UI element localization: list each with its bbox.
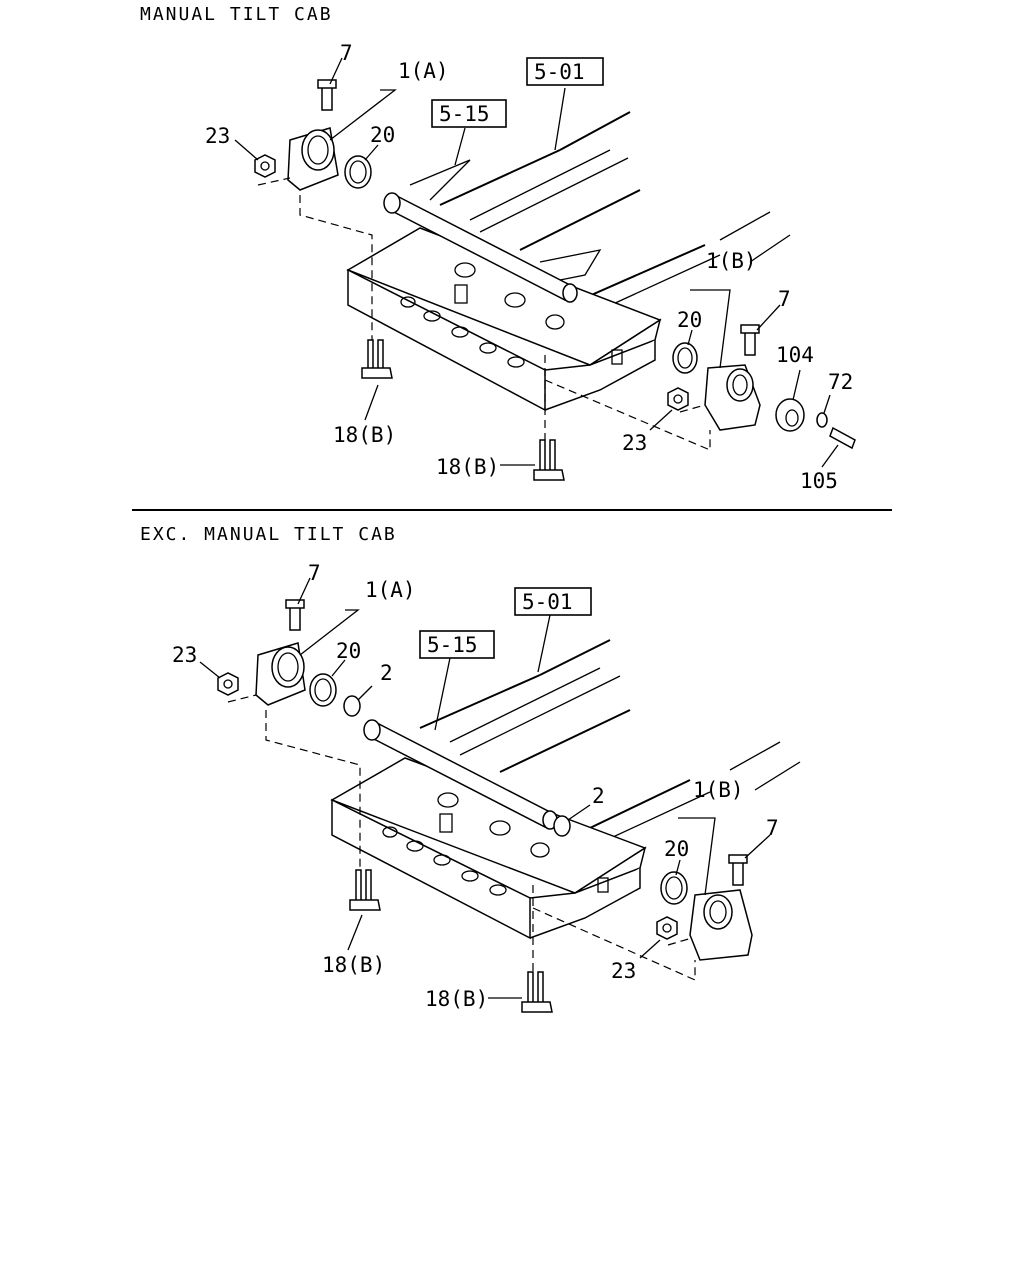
callout-ref-frame: 5-01 (522, 590, 573, 614)
bolt-right (728, 854, 748, 886)
section-title: MANUAL TILT CAB (140, 4, 333, 25)
callout-bracket-right: 1(B) (693, 778, 744, 802)
bolt-left (285, 599, 305, 631)
callout-bushing-right: 20 (664, 837, 689, 861)
ref-box-frame (526, 57, 604, 86)
assembly-line (227, 694, 257, 703)
callout-bolt-lock: 105 (800, 469, 838, 493)
bracket-right (704, 364, 761, 431)
section-manual-tilt-cab: MANUAL TILT CAB (140, 4, 856, 493)
callout-bolt-left: 7 (308, 561, 321, 585)
callout-stud-right: 18(B) (425, 987, 488, 1011)
section-title: EXC. MANUAL TILT CAB (140, 524, 397, 545)
assembly-line (532, 907, 696, 981)
assembly-line (679, 404, 706, 413)
callout-ref-tube: 5-15 (439, 102, 490, 126)
leader-lines (234, 57, 839, 468)
callout-nut-right: 23 (622, 431, 647, 455)
callout-bushing-left: 20 (336, 639, 361, 663)
callout-stud-left: 18(B) (322, 953, 385, 977)
ref-box-tube (431, 99, 507, 128)
callout-bushing-left: 20 (370, 123, 395, 147)
cross-member (330, 757, 647, 940)
callout-bolt-right: 7 (766, 816, 779, 840)
section-exc-manual-tilt-cab: EXC. MANUAL TILT CAB (140, 524, 801, 1013)
bracket-left (287, 127, 339, 191)
callout-stud-right: 18(B) (436, 455, 499, 479)
spacer-left (343, 695, 361, 717)
bolt-left (317, 79, 337, 111)
assembly-line (299, 195, 373, 340)
spacer-right (553, 815, 571, 837)
bracket-right (689, 889, 753, 961)
bushing-right (672, 342, 698, 374)
callout-bushing-right: 20 (677, 308, 702, 332)
bushing-left (344, 155, 372, 189)
callout-bracket-right: 1(B) (706, 249, 757, 273)
ref-box-frame (514, 587, 592, 616)
callout-bracket-left: 1(A) (398, 59, 449, 83)
callout-stud-left: 18(B) (333, 423, 396, 447)
stud-left (361, 339, 393, 379)
callout-nut-right: 23 (611, 959, 636, 983)
leader-lines (199, 577, 771, 999)
tilt-tube (383, 159, 602, 303)
callout-spacer-right: 2 (592, 784, 605, 808)
tilt-tube (363, 719, 558, 830)
bolt-105 (829, 426, 856, 450)
callout-bolt-left: 7 (340, 41, 353, 65)
bushing-left (309, 673, 337, 707)
nut-left (217, 672, 239, 696)
lock-104 (775, 398, 805, 432)
bolt-right (740, 324, 760, 356)
assembly-line (667, 937, 693, 946)
callout-nut-left: 23 (205, 124, 230, 148)
callout-nut-left: 23 (172, 643, 197, 667)
bracket-left (255, 642, 306, 706)
callout-washer: 72 (828, 370, 853, 394)
nut-right (667, 387, 689, 411)
stud-right (521, 971, 553, 1013)
bushing-right (660, 871, 688, 905)
stud-left (349, 869, 381, 911)
callout-bolt-right: 7 (778, 287, 791, 311)
callout-bracket-left: 1(A) (365, 578, 416, 602)
nut-right (656, 916, 678, 940)
frame-rails (439, 111, 791, 311)
callout-spacer-left: 2 (380, 661, 393, 685)
washer-72 (816, 412, 828, 428)
callout-ref-tube: 5-15 (427, 633, 478, 657)
nut-left (254, 154, 276, 178)
assembly-line (265, 710, 361, 870)
callout-lock: 104 (776, 343, 814, 367)
callout-ref-frame: 5-01 (534, 60, 585, 84)
ref-box-tube (419, 630, 495, 659)
assembly-line (257, 177, 291, 186)
assembly-line (544, 379, 711, 451)
stud-right (533, 439, 565, 481)
